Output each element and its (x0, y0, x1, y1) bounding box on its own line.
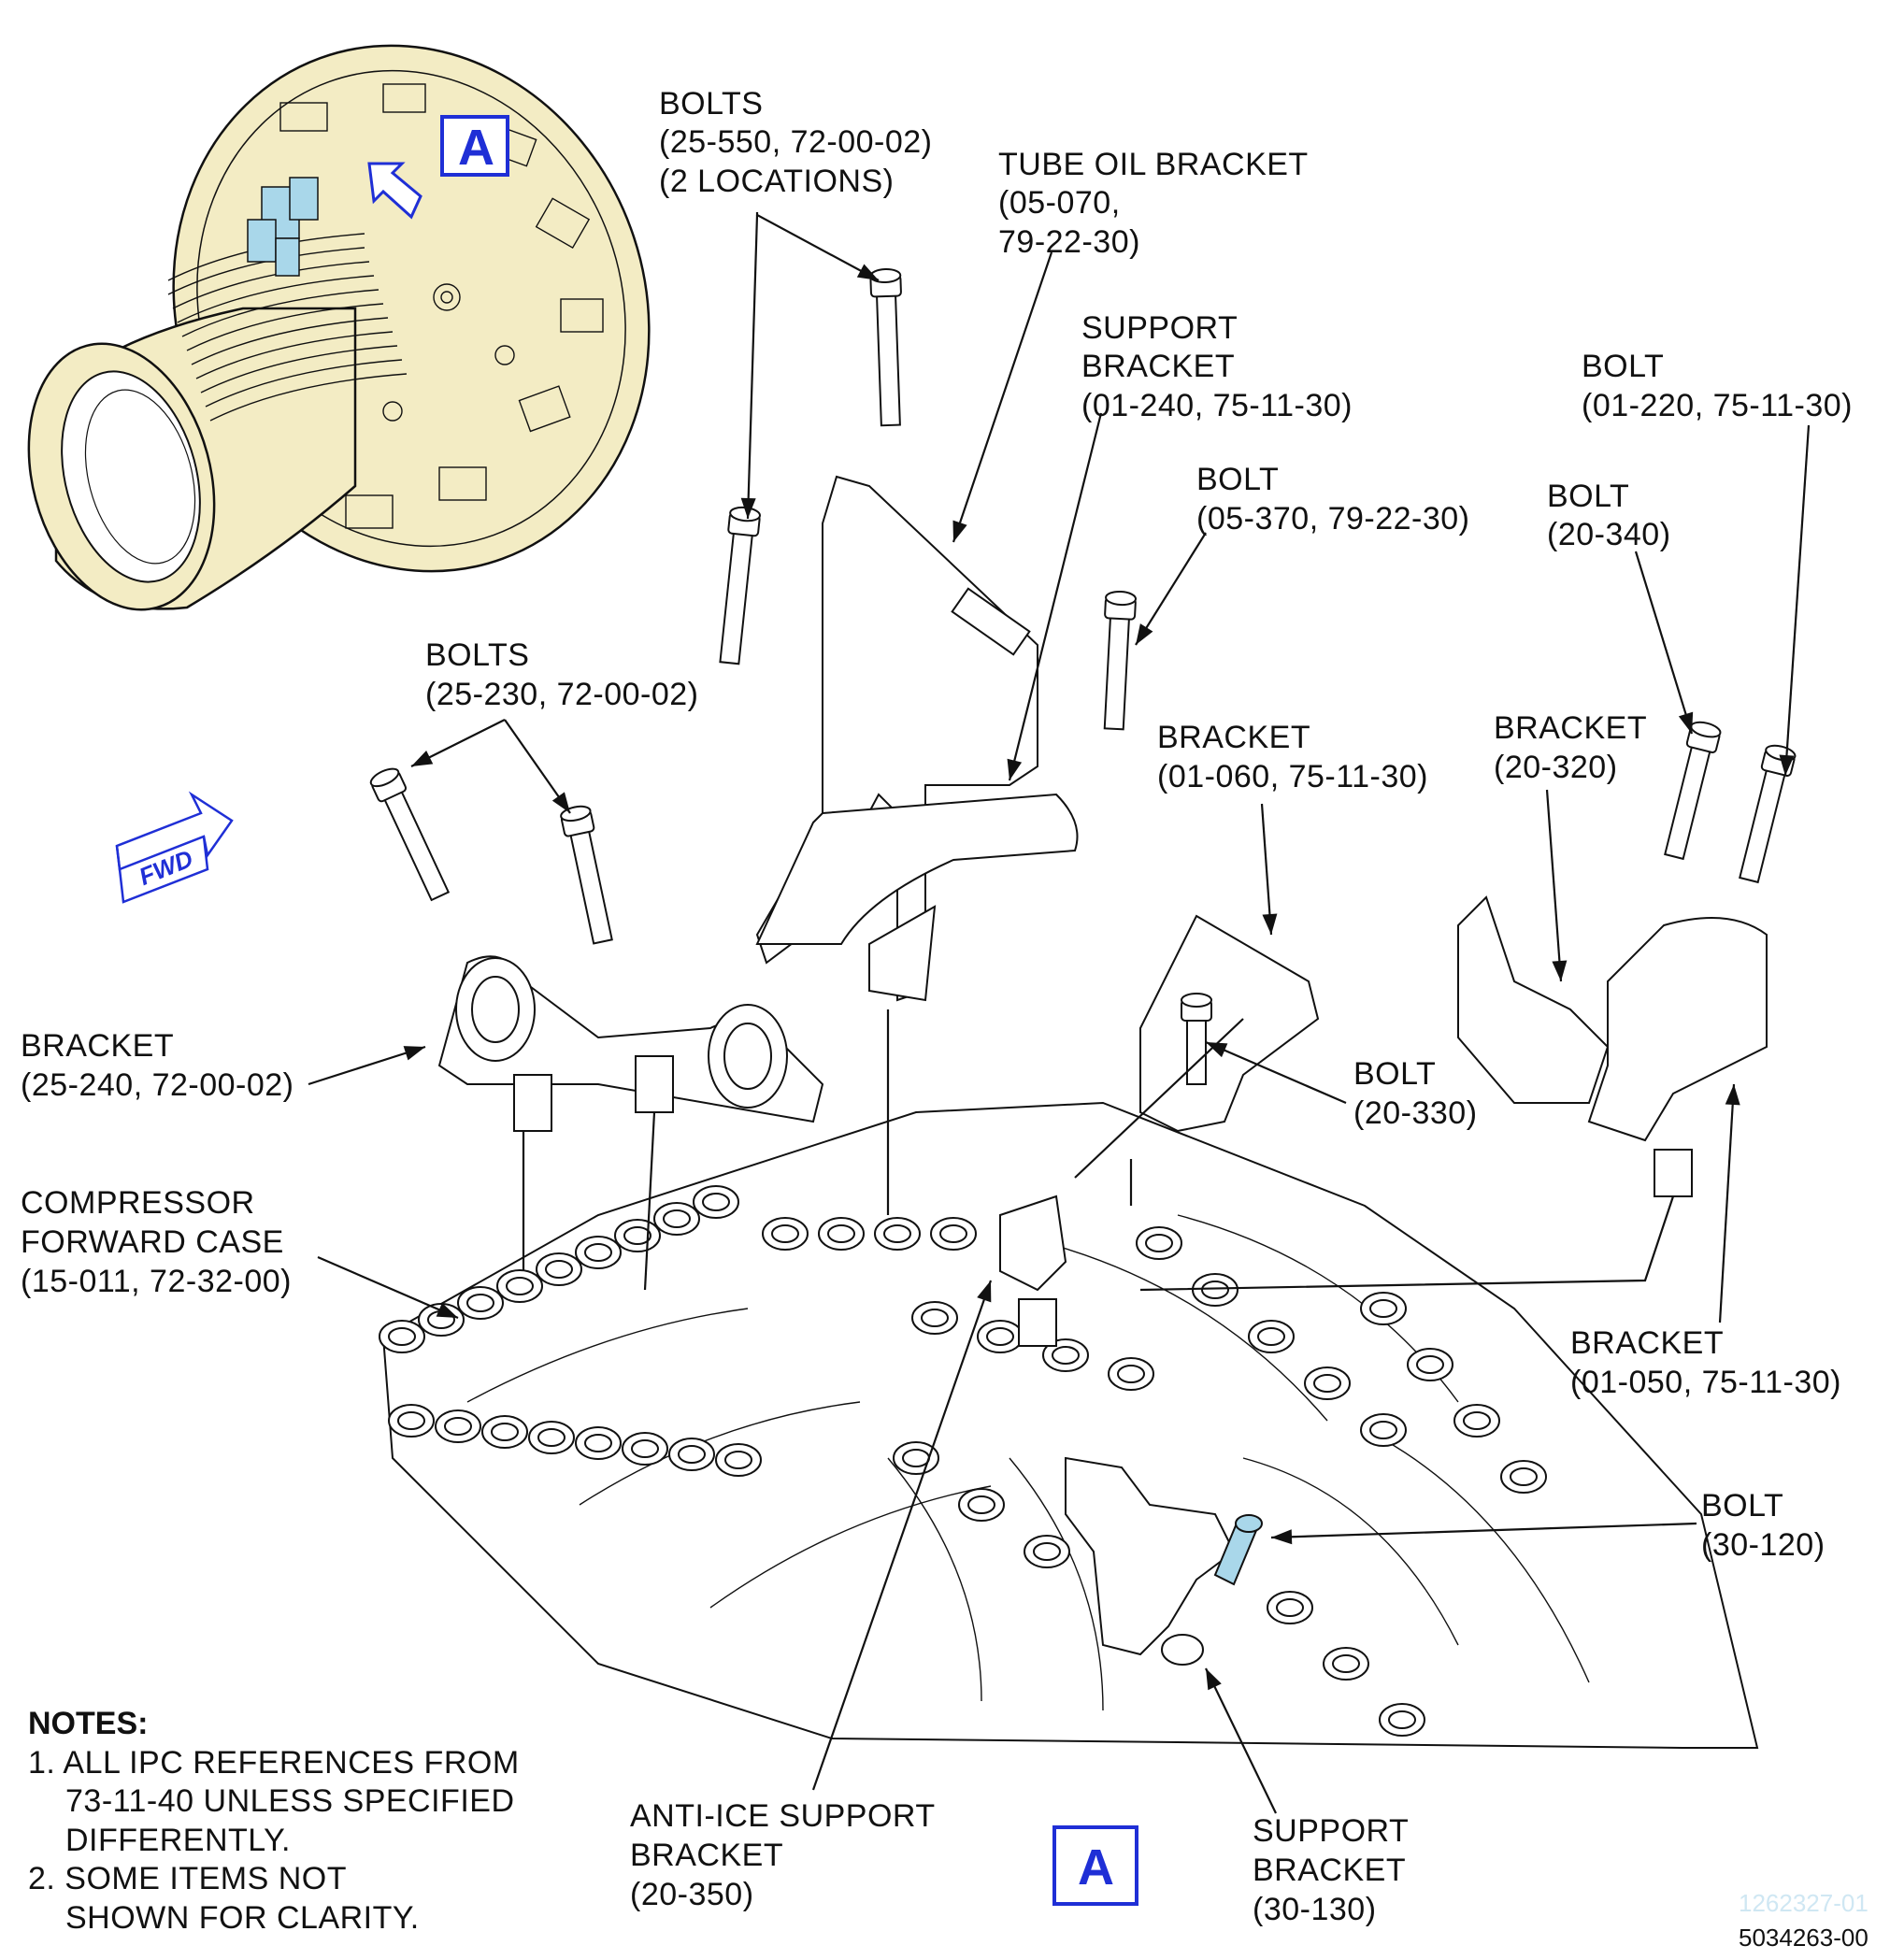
callout-bracket-25-240-1: BRACKET (21, 1028, 174, 1064)
notes-block: NOTES: 1. ALL IPC REFERENCES FROM 73-11-… (28, 1706, 520, 1936)
callout-bolt-05-370-1: BOLT (1196, 462, 1279, 497)
callout-bracket-20-320-2: (20-320) (1494, 750, 1618, 785)
anti-ice-support-bracket (999, 1195, 1067, 1347)
arrowheads (403, 264, 1795, 1691)
callout-support-30-130-1: SUPPORT (1253, 1813, 1409, 1849)
compressor-case-drawing (379, 1101, 1759, 1749)
callout-support-top-2: BRACKET (1081, 349, 1235, 384)
highlighted-bracket-icon (247, 177, 319, 277)
bolts-group (369, 267, 1797, 1085)
callout-bolt-20-340-1: BOLT (1547, 479, 1629, 514)
callout-bracket-01-060-1: BRACKET (1157, 720, 1310, 755)
callout-bracket-25-240-2: (25-240, 72-00-02) (21, 1067, 294, 1103)
callout-tube-oil-3: 79-22-30) (998, 224, 1140, 260)
engine-inset: A (27, 44, 651, 611)
callout-bolt-01-220-1: BOLT (1582, 349, 1664, 384)
note-line-3: DIFFERENTLY. (65, 1823, 291, 1858)
callout-tube-oil-2: (05-070, (998, 185, 1121, 221)
locator-arrow-icon (367, 162, 422, 220)
callout-compressor-2: FORWARD CASE (21, 1224, 284, 1260)
callout-bolt-20-330-2: (20-330) (1353, 1095, 1478, 1131)
support-bracket-01-240 (755, 793, 1079, 1002)
bracket-20-320-and-01-050 (1457, 895, 1768, 1197)
callout-bolt-30-120-2: (30-120) (1701, 1527, 1826, 1563)
callout-bracket-01-050-2: (01-050, 75-11-30) (1570, 1365, 1841, 1400)
callout-support-30-130-3: (30-130) (1253, 1892, 1377, 1927)
callout-bolt-20-330-1: BOLT (1353, 1056, 1436, 1092)
callout-bolts-25-230-2: (25-230, 72-00-02) (425, 677, 699, 712)
fwd-arrow-icon: FWD (115, 791, 234, 904)
bracket-25-240 (437, 955, 824, 1132)
callout-bolt-05-370-2: (05-370, 79-22-30) (1196, 501, 1470, 536)
support-bracket-30-130 (1065, 1456, 1236, 1666)
callout-support-top-3: (01-240, 75-11-30) (1081, 388, 1353, 423)
callout-bolts-25-230-1: BOLTS (425, 637, 529, 673)
bracket-01-060 (1139, 914, 1320, 1133)
drawing-number: 5034263-00 (1739, 1924, 1869, 1952)
callout-anti-ice-2: BRACKET (630, 1838, 783, 1873)
view-a-marker-main (1052, 1825, 1138, 1906)
view-a-marker-inset (440, 115, 509, 177)
callout-labels: BOLTS (25-550, 72-00-02) (2 LOCATIONS) T… (21, 86, 1853, 1927)
faint-reference-number: 1262327-01 (1739, 1889, 1869, 1917)
callout-tube-oil-1: TUBE OIL BRACKET (998, 147, 1309, 182)
callout-bracket-01-050-1: BRACKET (1570, 1325, 1724, 1361)
note-line-2: 73-11-40 UNLESS SPECIFIED (65, 1783, 515, 1819)
notes-title: NOTES: (28, 1706, 148, 1741)
note-line-4: 2. SOME ITEMS NOT (28, 1861, 347, 1896)
bolt-30-120-highlighted (1213, 1514, 1263, 1586)
view-a-label-main: A (1078, 1839, 1114, 1896)
callout-bolt-20-340-2: (20-340) (1547, 517, 1671, 552)
note-line-5: SHOWN FOR CLARITY. (65, 1900, 420, 1936)
callout-anti-ice-3: (20-350) (630, 1877, 754, 1912)
view-a-label-inset: A (458, 120, 494, 176)
callout-bolts-top-1: BOLTS (659, 86, 763, 122)
callout-bolt-30-120-1: BOLT (1701, 1488, 1783, 1524)
callout-support-top-1: SUPPORT (1081, 310, 1238, 346)
callout-anti-ice-1: ANTI-ICE SUPPORT (630, 1798, 936, 1834)
leader-lines (308, 212, 1811, 1814)
callout-compressor-1: COMPRESSOR (21, 1185, 255, 1221)
callout-compressor-3: (15-011, 72-32-00) (21, 1264, 292, 1299)
note-line-1: 1. ALL IPC REFERENCES FROM (28, 1745, 520, 1781)
callout-bracket-20-320-1: BRACKET (1494, 710, 1647, 746)
callout-bracket-01-060-2: (01-060, 75-11-30) (1157, 759, 1428, 794)
callout-bolts-top-2: (25-550, 72-00-02) (659, 124, 933, 160)
callout-bolt-01-220-2: (01-220, 75-11-30) (1582, 388, 1853, 423)
callout-support-30-130-2: BRACKET (1253, 1853, 1406, 1888)
callout-bolts-top-3: (2 LOCATIONS) (659, 164, 894, 199)
